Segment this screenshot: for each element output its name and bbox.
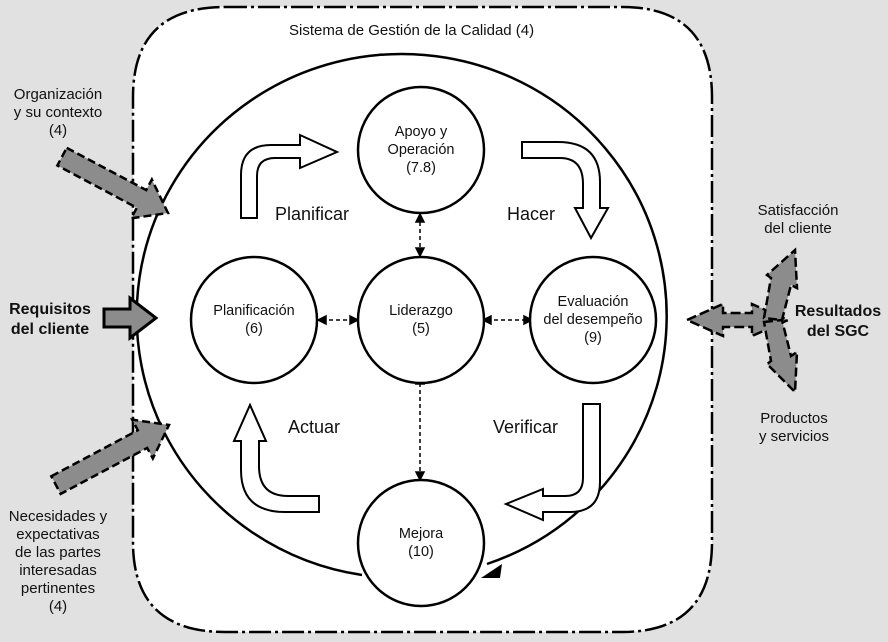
- results-output-label: Resultados del SGC: [790, 302, 886, 342]
- node-line: del desempeño: [543, 312, 643, 328]
- satisfaction-line: Satisfacción: [757, 202, 839, 219]
- products-line: y servicios: [758, 428, 829, 445]
- node-line: Planificación: [213, 303, 295, 319]
- satisfaction-line: del cliente: [764, 220, 832, 237]
- requirements-line: Requisitos: [9, 301, 91, 318]
- products-line: Productos: [760, 410, 828, 427]
- node-support-label: Apoyo y Operación (7.8): [388, 123, 455, 177]
- context-input-arrow: [55, 146, 170, 220]
- node-line: Evaluación: [557, 294, 629, 310]
- results-line: Resultados: [794, 303, 882, 320]
- node-line: Liderazgo: [389, 303, 453, 319]
- requirements-input-arrow: [102, 294, 159, 342]
- phase-act-label: Actuar: [288, 417, 341, 437]
- node-line: (6): [245, 321, 263, 337]
- requirements-line: del cliente: [10, 321, 90, 338]
- node-support-circle: [356, 85, 486, 215]
- node-line: Apoyo y: [394, 124, 448, 140]
- node-line: (7.8): [406, 160, 436, 176]
- node-line: Mejora: [398, 526, 444, 542]
- node-improvement-label: Mejora (10): [399, 525, 443, 561]
- parties-input-label: Necesidades y expectativas de las partes…: [2, 508, 114, 616]
- check-arrow: [503, 403, 601, 522]
- parties-line: interesadas: [19, 562, 97, 579]
- satisfaction-output-label: Satisfacción del cliente: [748, 202, 848, 238]
- node-leadership-circle: [356, 255, 486, 385]
- do-arrow: [521, 141, 610, 241]
- parties-line: pertinentes: [20, 580, 96, 597]
- node-leadership-label: Liderazgo (5): [389, 302, 453, 338]
- parties-line: de las partes: [15, 544, 101, 561]
- results-line: del SGC: [806, 323, 870, 340]
- plan-arrow: [240, 133, 340, 219]
- phase-do-label: Hacer: [507, 204, 556, 224]
- node-improvement-circle: [356, 478, 486, 608]
- node-line: (9): [584, 330, 602, 346]
- phase-plan-label: Planificar: [275, 204, 350, 224]
- pdca-cycle-left-arc: [135, 52, 668, 577]
- node-planning-label: Planificación (6): [213, 302, 294, 338]
- parties-line: Necesidades y: [8, 508, 108, 525]
- parties-line: (4): [48, 598, 68, 615]
- node-line: (10): [408, 544, 434, 560]
- parties-input-arrow: [49, 418, 171, 496]
- diagram-title: Sistema de Gestión de la Calidad (4): [289, 22, 535, 39]
- parties-line: expectativas: [16, 526, 100, 543]
- node-planning-circle: [189, 255, 319, 385]
- requirements-input-label: Requisitos del cliente: [0, 300, 100, 340]
- context-line: (4): [48, 122, 68, 139]
- node-evaluation-label: Evaluación del desempeño (9): [543, 293, 642, 347]
- context-input-label: Organización y su contexto (4): [8, 86, 108, 140]
- node-evaluation-circle: [528, 255, 658, 385]
- context-line: Organización: [13, 86, 103, 103]
- phase-check-label: Verificar: [493, 417, 559, 437]
- context-line: y su contexto: [13, 104, 103, 121]
- results-output-arrow: [683, 247, 799, 395]
- act-arrow: [232, 402, 320, 513]
- node-line: (5): [412, 321, 430, 337]
- cycle-arrowhead: [481, 564, 502, 578]
- products-output-label: Productos y servicios: [744, 410, 844, 446]
- node-line: Operación: [387, 142, 455, 158]
